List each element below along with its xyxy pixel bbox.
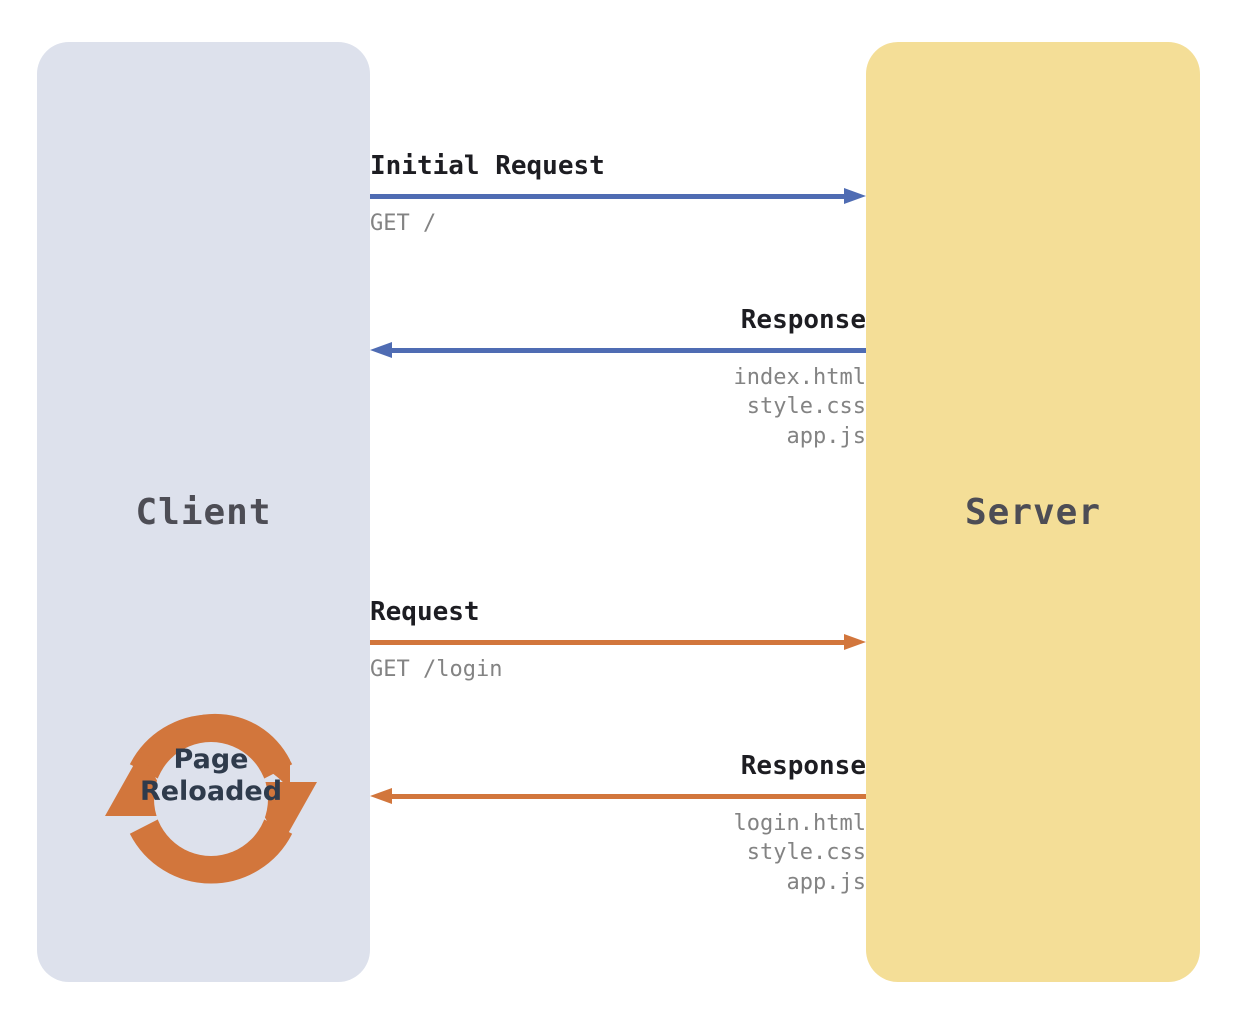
message-detail: login.html style.css app.js <box>733 810 866 895</box>
message-title: Response <box>740 305 866 335</box>
message-detail: GET / <box>370 210 437 236</box>
message-login-request: Request GET /login <box>370 598 866 684</box>
client-label: Client <box>135 491 272 533</box>
arrow-shaft <box>392 347 866 353</box>
page-reload-badge: Page Reloaded <box>93 686 329 912</box>
arrow-right-orange-icon <box>370 633 866 650</box>
arrow-shaft <box>370 193 844 199</box>
arrow-left-blue-icon <box>370 341 866 358</box>
arrow-head <box>370 787 392 804</box>
server-label: Server <box>964 491 1102 533</box>
message-login-response: Response login.html style.css app.js <box>370 752 866 897</box>
arrow-head <box>370 341 392 358</box>
arrow-right-blue-icon <box>370 187 866 204</box>
message-title: Request <box>370 597 480 627</box>
arrow-head <box>844 633 866 650</box>
arrow-shaft <box>392 793 866 799</box>
arrow-left-orange-icon <box>370 787 866 804</box>
message-title: Response <box>740 751 866 781</box>
message-title: Initial Request <box>370 151 605 181</box>
server-panel: Server <box>866 42 1200 982</box>
circular-refresh-icon <box>105 713 317 884</box>
message-detail: GET /login <box>370 656 503 682</box>
message-initial-request: Initial Request GET / <box>370 152 866 238</box>
arrow-shaft <box>370 639 844 645</box>
message-detail: index.html style.css app.js <box>733 364 866 449</box>
arrow-head <box>844 187 866 204</box>
message-initial-response: Response index.html style.css app.js <box>370 306 866 451</box>
